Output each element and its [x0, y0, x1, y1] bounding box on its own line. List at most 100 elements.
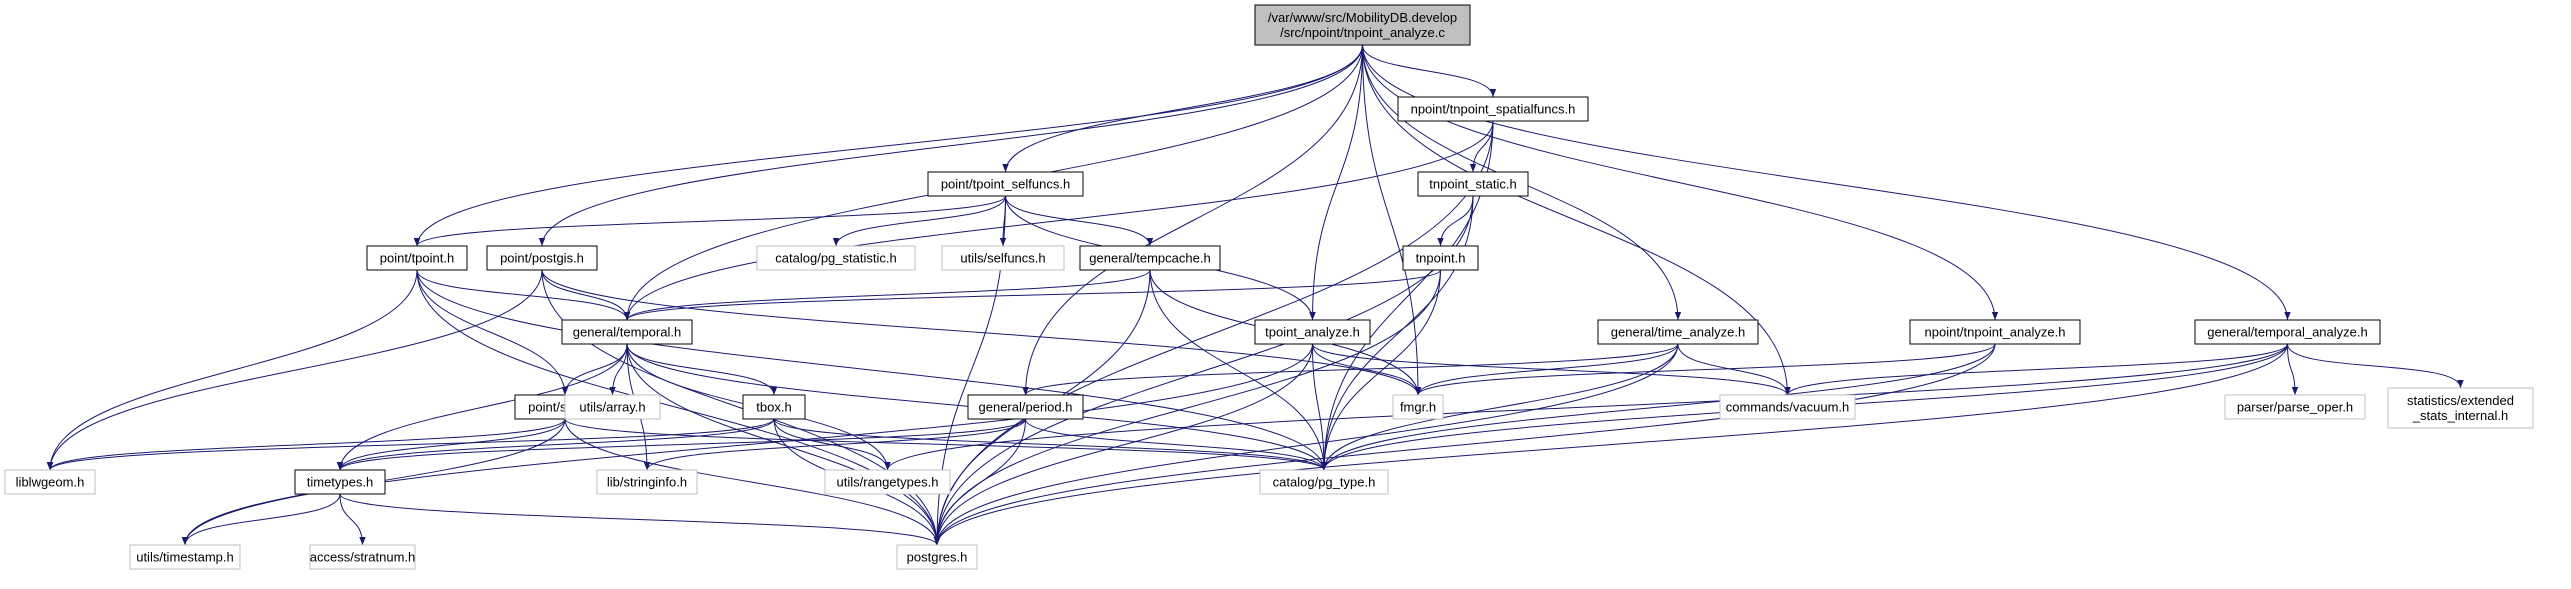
nodes: /var/www/src/MobilityDB.develop/src/npoi…	[4, 4, 2534, 570]
node-label: point/tpoint_selfuncs.h	[941, 177, 1070, 192]
edge-temporal_analyze-to-postgres	[933, 343, 2288, 546]
node-label: utils/timestamp.h	[136, 550, 234, 565]
edge-root-to-vacuum	[1362, 44, 1791, 396]
node-label: utils/rangetypes.h	[837, 475, 939, 490]
node-postgres-h: postgres.h	[896, 544, 978, 570]
node-box	[366, 245, 468, 271]
edge-stbox-to-timetypes	[336, 418, 566, 471]
edge-root-to-tpoint_selfuncs	[1002, 44, 1363, 173]
node-general-time-analyze-h[interactable]: general/time_analyze.h	[1597, 319, 1759, 345]
node-label: general/temporal.h	[573, 325, 681, 340]
edge-temporal-to-postgres	[626, 343, 941, 546]
node-tpoint-analyze-h[interactable]: tpoint_analyze.h	[1254, 319, 1371, 345]
edge-postgis-to-liblwgeom	[46, 269, 543, 471]
node-tnpoint-static-h[interactable]: tnpoint_static.h	[1417, 171, 1529, 197]
node-var-www-src-mobilitydb-develop-src-npoint-tnpoint-analyze-c[interactable]: /var/www/src/MobilityDB.develop/src/npoi…	[1254, 4, 1471, 46]
node-access-stratnum-h: access/stratnum.h	[309, 544, 416, 570]
edge-tpoint-to-pg_type	[416, 269, 1328, 471]
edge-root-to-tnpoint_spatialfuncs	[1362, 44, 1497, 98]
edge-time_analyze-to-vacuum	[1677, 343, 1791, 396]
edge-tpoint-to-postgres	[416, 269, 941, 546]
node-parser-parse-oper-h: parser/parse_oper.h	[2224, 394, 2366, 420]
edges	[46, 44, 2464, 546]
node-label: utils/selfuncs.h	[960, 251, 1045, 266]
node-label: tnpoint.h	[1416, 251, 1466, 266]
node-general-period-h[interactable]: general/period.h	[967, 394, 1084, 420]
edge-tbox-to-timetypes	[336, 418, 775, 471]
edge-stbox-to-liblwgeom	[46, 418, 566, 471]
edge-root-to-period	[1022, 44, 1363, 396]
node-box	[756, 245, 916, 271]
node-label: utils/array.h	[579, 400, 645, 415]
node-label: liblwgeom.h	[16, 475, 85, 490]
node-label: tbox.h	[756, 400, 791, 415]
edge-timetypes-to-postgres	[339, 493, 941, 546]
node-timetypes-h[interactable]: timetypes.h	[294, 469, 386, 495]
edge-postgis-to-temporal	[541, 269, 631, 321]
edge-time_analyze-to-postgres	[933, 343, 1679, 546]
edge-period-to-stringinfo	[643, 418, 1026, 471]
edge-tnpoint_static-to-tnpoint	[1437, 195, 1474, 247]
node-label: /src/npoint/tnpoint_analyze.c	[1280, 25, 1445, 40]
node-liblwgeom-h: liblwgeom.h	[4, 469, 96, 495]
edge-temporal-to-stbox	[561, 343, 628, 396]
node-box	[1392, 394, 1444, 420]
node-box	[1259, 469, 1389, 495]
edge-temporal_analyze-to-extended_stats	[2287, 343, 2464, 389]
node-box	[927, 171, 1084, 197]
edge-tpoint-to-stbox	[416, 269, 569, 396]
node-label: tpoint_analyze.h	[1265, 325, 1360, 340]
node-box	[896, 544, 978, 570]
node-box	[1417, 171, 1529, 197]
node-point-tpoint-h[interactable]: point/tpoint.h	[366, 245, 468, 271]
node-box	[1079, 245, 1221, 271]
node-npoint-tnpoint-spatialfuncs-h[interactable]: npoint/tnpoint_spatialfuncs.h	[1397, 96, 1589, 122]
node-label: catalog/pg_statistic.h	[775, 251, 896, 266]
node-tnpoint-h[interactable]: tnpoint.h	[1402, 245, 1479, 271]
node-point-postgis-h[interactable]: point/postgis.h	[486, 245, 598, 271]
edge-stbox-to-pg_type	[564, 418, 1327, 471]
node-label: general/temporal_analyze.h	[2207, 325, 2367, 340]
node-label: statistics/extended	[2407, 393, 2514, 408]
node-commands-vacuum-h: commands/vacuum.h	[1719, 394, 1856, 420]
node-box	[2224, 394, 2366, 420]
node-utils-selfuncs-h: utils/selfuncs.h	[941, 245, 1065, 271]
node-lib-stringinfo-h: lib/stringinfo.h	[596, 469, 698, 495]
node-general-temporal-h[interactable]: general/temporal.h	[561, 319, 693, 345]
node-npoint-tnpoint-analyze-h[interactable]: npoint/tnpoint_analyze.h	[1909, 319, 2081, 345]
edge-temporal-to-timetypes	[336, 343, 628, 471]
edge-tnpoint-to-pg_type	[1320, 269, 1441, 471]
edge-temporal-to-tbox	[626, 343, 778, 396]
node-box	[2194, 319, 2381, 345]
node-box	[129, 544, 241, 570]
node-box	[742, 394, 806, 420]
edge-timetypes-to-timestamp	[181, 493, 341, 546]
node-general-tempcache-h[interactable]: general/tempcache.h	[1079, 245, 1221, 271]
node-tbox-h[interactable]: tbox.h	[742, 394, 806, 420]
node-label: parser/parse_oper.h	[2237, 400, 2353, 415]
node-fmgr-h: fmgr.h	[1392, 394, 1444, 420]
node-box	[561, 319, 693, 345]
edge-tnpoint_analyze-to-fmgr	[1414, 343, 1996, 396]
node-box	[1397, 96, 1589, 122]
node-box	[4, 469, 96, 495]
node-box	[1254, 4, 1471, 46]
node-utils-rangetypes-h: utils/rangetypes.h	[824, 469, 951, 495]
node-general-temporal-analyze-h[interactable]: general/temporal_analyze.h	[2194, 319, 2381, 345]
node-box	[1597, 319, 1759, 345]
edge-postgis-to-fmgr	[541, 269, 1422, 396]
node-box	[486, 245, 598, 271]
edge-tpoint_analyze-to-pg_type	[1312, 343, 1328, 471]
edge-tnpoint_spatialfuncs-to-temporal	[623, 120, 1494, 321]
node-box	[1719, 394, 1856, 420]
node-label: postgres.h	[907, 550, 968, 565]
edge-root-to-fmgr	[1362, 44, 1422, 396]
edge-stbox-to-postgres	[564, 418, 941, 546]
edge-root-to-postgis	[538, 44, 1363, 247]
node-label: general/time_analyze.h	[1611, 325, 1745, 340]
node-point-tpoint-selfuncs-h[interactable]: point/tpoint_selfuncs.h	[927, 171, 1084, 197]
edge-time_analyze-to-period	[1022, 343, 1679, 396]
node-box	[824, 469, 951, 495]
node-label: tnpoint_static.h	[1429, 177, 1516, 192]
node-label: fmgr.h	[1400, 400, 1436, 415]
